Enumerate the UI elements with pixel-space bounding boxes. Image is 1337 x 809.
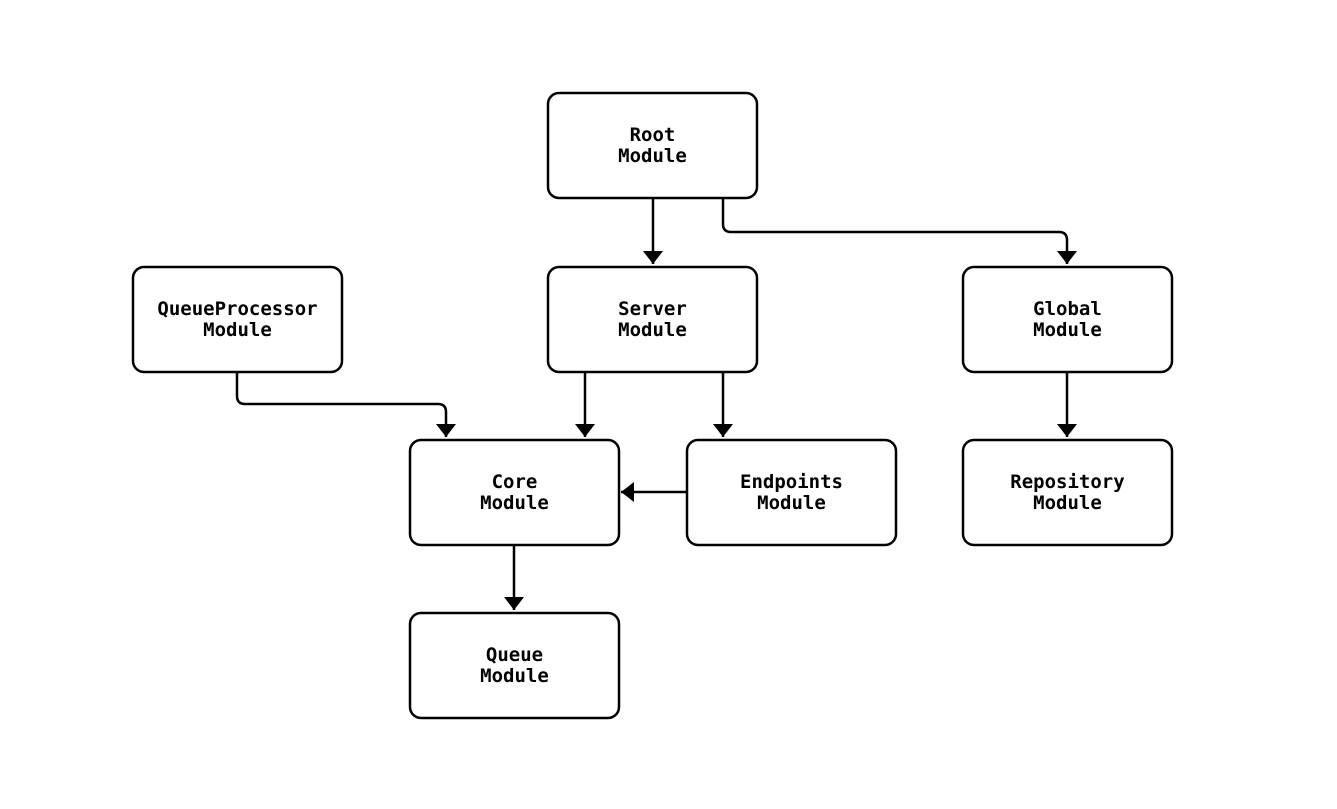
node-core-box [408,438,621,547]
node-queueprocessor-label-line1: QueueProcessor [157,298,317,320]
edge-queueprocessor-to-core [235,372,456,437]
node-queueprocessor-label-line2: Module [203,319,272,341]
node-server-box [546,265,759,374]
node-endpoints-label-line2: Module [757,492,826,514]
node-repository-label-line2: Module [1033,492,1102,514]
node-repository-label-line1: Repository [1010,471,1124,493]
node-queue-label-line2: Module [480,665,549,687]
node-queueprocessor-box [131,265,344,374]
node-root-box [546,91,759,200]
node-root-label-line2: Module [618,145,687,167]
node-repository-box [961,438,1174,547]
node-global-label-line2: Module [1033,319,1102,341]
edge-root-to-global [721,198,1077,264]
node-core-label-line1: Core [492,471,538,493]
node-endpoints-box [685,438,898,547]
node-endpoints-label-line1: Endpoints [740,471,843,493]
node-queue-box [408,611,621,720]
node-server-label-line2: Module [618,319,687,341]
node-queue-label-line1: Queue [486,644,543,666]
node-global-box [961,265,1174,374]
node-core-label-line2: Module [480,492,549,514]
node-root-label-line1: Root [630,124,676,146]
node-global-label-line1: Global [1033,298,1102,320]
node-server-label-line1: Server [618,298,687,320]
